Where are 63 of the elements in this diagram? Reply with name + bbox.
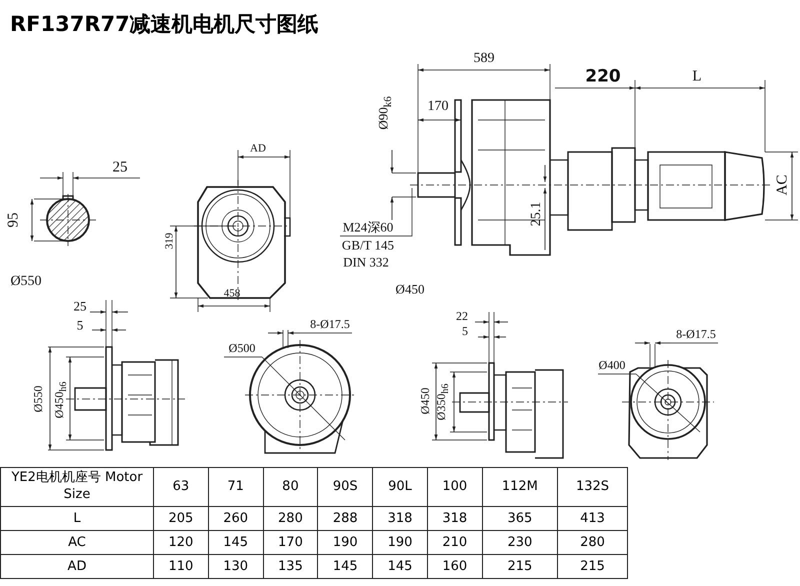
table-cell: 413 [558, 506, 628, 530]
table-cell: 205 [154, 506, 208, 530]
table-cell: 190 [372, 530, 428, 554]
dimension-label: 458 [224, 288, 240, 300]
dimension-label: 589 [474, 52, 494, 66]
table-cell: 215 [558, 554, 628, 578]
table-cell: 280 [263, 506, 318, 530]
row-header-cell: L [0, 506, 154, 530]
dimension-label: Ø550 [32, 386, 44, 412]
table-header-cell: 80 [263, 468, 318, 506]
dimension-label: Ø400 [598, 359, 626, 371]
table-cell: 190 [318, 530, 373, 554]
dimension-label: AD [250, 144, 266, 154]
row-header-cell: AC [0, 530, 154, 554]
dimension-label: GB/T 145 [342, 238, 394, 252]
table-cell: 160 [427, 554, 482, 578]
title: RF137R77减速机电机尺寸图纸 [10, 11, 319, 38]
table-header-cell: 112M [482, 468, 558, 506]
dimension-label: 25.1 [530, 202, 544, 226]
table-header-cell: 90S [318, 468, 373, 506]
dimension-label: L [692, 70, 702, 84]
dimension-label: 319 [164, 232, 176, 250]
dimension-label: 8-Ø17.5 [310, 318, 350, 330]
row-header-cell: AD [0, 554, 154, 578]
table-header-cell: 63 [154, 468, 208, 506]
dimension-label: 8-Ø17.5 [676, 328, 716, 340]
dimension-label: Ø550 [10, 275, 42, 289]
table-header-cell: 100 [427, 468, 482, 506]
dimension-label: AC [776, 174, 790, 196]
table-cell: 280 [558, 530, 628, 554]
dimension-label: Ø450 [419, 388, 431, 414]
dimension-label: 5 [76, 318, 84, 332]
table-header-cell: YE2电机机座号 Motor Size [0, 468, 154, 506]
dimension-label: Ø450 [396, 282, 424, 296]
table-cell: 215 [482, 554, 558, 578]
dimension-label: 95 [6, 212, 22, 228]
dimension-label: 170 [428, 100, 448, 114]
dimension-label: 25 [74, 300, 86, 312]
table-header-cell: 90L [372, 468, 428, 506]
table-cell: 135 [263, 554, 318, 578]
dimension-label: M24深60 [342, 220, 394, 234]
table-cell: 260 [208, 506, 264, 530]
table-cell: 170 [263, 530, 318, 554]
dimension-label: DIN 332 [343, 256, 389, 268]
table-cell: 210 [427, 530, 482, 554]
dimension-label: 5 [462, 325, 468, 337]
table-cell: 318 [427, 506, 482, 530]
table-header-cell: 132S [558, 468, 628, 506]
table-cell: 230 [482, 530, 558, 554]
table-header-cell: 71 [208, 468, 264, 506]
table-cell: 288 [318, 506, 373, 530]
table-cell: 130 [208, 554, 264, 578]
dimension-label: 22 [456, 310, 468, 322]
dimension-label: 220 [585, 68, 621, 86]
table-cell: 145 [318, 554, 373, 578]
table-cell: 145 [208, 530, 264, 554]
table-cell: 110 [154, 554, 208, 578]
table-cell: 145 [372, 554, 428, 578]
dimension-label: Ø500 [228, 342, 256, 354]
dimension-label: 25 [112, 160, 128, 176]
table-cell: 318 [372, 506, 428, 530]
table-cell: 365 [482, 506, 558, 530]
table-cell: 120 [154, 530, 208, 554]
